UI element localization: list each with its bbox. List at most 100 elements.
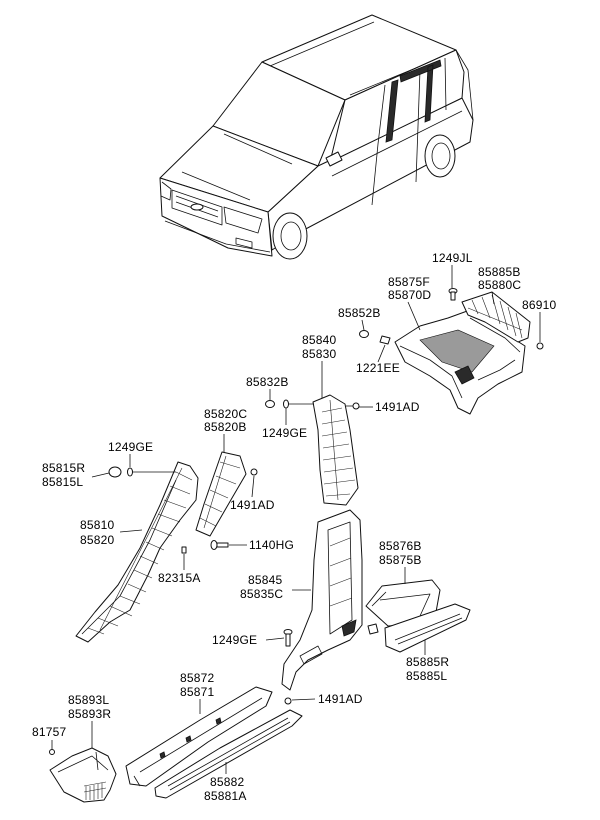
cover-86910-icon (536, 342, 544, 350)
screw-1140hg-shaft (216, 542, 229, 548)
vehicle-headlights (160, 181, 263, 234)
screw-1140hg-head-icon (210, 540, 218, 550)
callout-labels: 1249JL 85885B 85880C 85875F 85870D 86910… (32, 251, 556, 803)
front-pillar-upper-trim-body (195, 451, 247, 537)
label-1491ad-b: 1491AD (230, 498, 275, 512)
leader-85885b (491, 291, 495, 305)
screw-1249jl-shaft (450, 291, 456, 301)
label-85845: 85845 (248, 573, 282, 587)
leader-85852b (361, 319, 365, 331)
center-pillar-lower-trim-notch (341, 619, 357, 637)
label-85820b: 85820B (204, 420, 247, 434)
vehicle-emblem (190, 203, 204, 211)
center-pillar-upper-trim-texture (321, 399, 356, 501)
rear-pillar-trim-vent (454, 365, 475, 385)
vehicle-illustration (159, 14, 474, 260)
label-85871: 85871 (180, 685, 214, 699)
cap-85852b-icon (359, 330, 369, 338)
rear-scuff-plate-body (384, 603, 471, 653)
center-pillar-lower-trim-texture (329, 537, 353, 607)
front-scuff-plate (154, 709, 303, 799)
vehicle-bumper (164, 220, 271, 253)
center-pillar-upper-trim-body (312, 394, 359, 506)
vehicle-hood-crease (181, 133, 293, 201)
label-1249ge-a: 1249GE (262, 426, 307, 440)
label-85893l: 85893L (68, 693, 109, 707)
label-85875f: 85875F (388, 275, 430, 289)
label-81757: 81757 (32, 725, 66, 739)
vehicle-window-pillars (377, 57, 447, 145)
label-85893r: 85893R (68, 707, 111, 721)
label-85830: 85830 (302, 347, 336, 361)
label-1221ee: 1221EE (356, 361, 400, 375)
label-85810: 85810 (80, 518, 114, 532)
cover-85815-icon (108, 466, 122, 478)
cowl-side-trim (49, 747, 117, 803)
rear-scuff-plate (367, 603, 471, 653)
label-1249ge-c: 1249GE (212, 633, 257, 647)
label-85882: 85882 (210, 775, 244, 789)
cowl-side-trim-edge (57, 751, 109, 773)
front-sill-trim-edge (133, 697, 263, 787)
center-pillar-lower-trim-body (281, 509, 363, 691)
label-85870d: 85870D (388, 288, 431, 302)
front-pillar-trim (75, 461, 199, 643)
vehicle-front-wheel-rim (280, 221, 302, 251)
leader-1249ge-c (265, 637, 285, 641)
vehicle-mirror (325, 151, 343, 167)
label-1491ad-c: 1491AD (318, 692, 363, 706)
front-pillar-trim-texture (87, 467, 193, 635)
label-85835c: 85835C (240, 587, 283, 601)
rear-quarter-upper-trim (461, 291, 531, 343)
clip-1491ad-b-icon (250, 468, 258, 476)
rear-door-scuff-trim-edge (371, 591, 431, 617)
label-85852b: 85852B (338, 306, 381, 320)
label-85815r: 85815R (42, 461, 85, 475)
screw-1249ge-c-shaft (285, 633, 291, 647)
center-pillar-upper-trim (312, 394, 359, 506)
vehicle-rear-end (455, 49, 474, 121)
label-1491ad-a: 1491AD (375, 400, 420, 414)
label-85885r: 85885R (406, 655, 449, 669)
front-pillar-trim-edge (81, 479, 177, 635)
label-82315a: 82315A (158, 571, 201, 585)
center-pillar-lower-trim-panel (299, 521, 353, 665)
rear-scuff-plate-clip (367, 623, 379, 635)
leader-85810 (119, 529, 143, 533)
front-scuff-plate-body (154, 709, 303, 799)
label-85872: 85872 (180, 671, 214, 685)
rear-scuff-plate-groove (394, 613, 463, 645)
label-85875b: 85875B (379, 553, 422, 567)
vehicle-rear-wheel (424, 134, 456, 178)
label-1140hg: 1140HG (249, 538, 294, 552)
leader-85815r (91, 472, 110, 478)
cowl-side-trim-body (49, 747, 117, 803)
cap-85832b-icon (265, 400, 275, 408)
label-85885b: 85885B (478, 265, 521, 279)
vehicle-door-lines (331, 110, 463, 206)
label-85840: 85840 (302, 333, 336, 347)
clip-1491ad-a-icon (352, 402, 360, 410)
label-85832b: 85832B (246, 375, 289, 389)
leader-1491ad-b (251, 475, 255, 498)
clip-81757-icon (49, 749, 55, 755)
rear-pillar-trim-assembly (394, 291, 531, 415)
vehicle-front-fascia (159, 177, 273, 257)
center-pillar-lower-trim (281, 509, 363, 691)
cowl-side-trim-grille (83, 781, 107, 800)
clip-82315a-icon (181, 546, 187, 554)
vehicle-front-wheel (272, 212, 308, 260)
label-85880c: 85880C (478, 278, 521, 292)
label-85820: 85820 (80, 533, 114, 547)
leader-lines (51, 265, 541, 774)
screw-1249ge-b-head-icon (127, 467, 133, 477)
label-85815l: 85815L (42, 475, 83, 489)
rear-quarter-upper-trim-texture (467, 294, 523, 339)
label-85885l: 85885L (406, 669, 447, 683)
label-85820c: 85820C (204, 407, 247, 421)
rear-pillar-trim-edges (399, 317, 521, 399)
rear-pillar-trim-recess (419, 329, 495, 373)
front-sill-trim-clips (159, 717, 222, 759)
leader-85875f (407, 301, 421, 331)
screw-1249ge-a-head-icon (283, 399, 289, 409)
